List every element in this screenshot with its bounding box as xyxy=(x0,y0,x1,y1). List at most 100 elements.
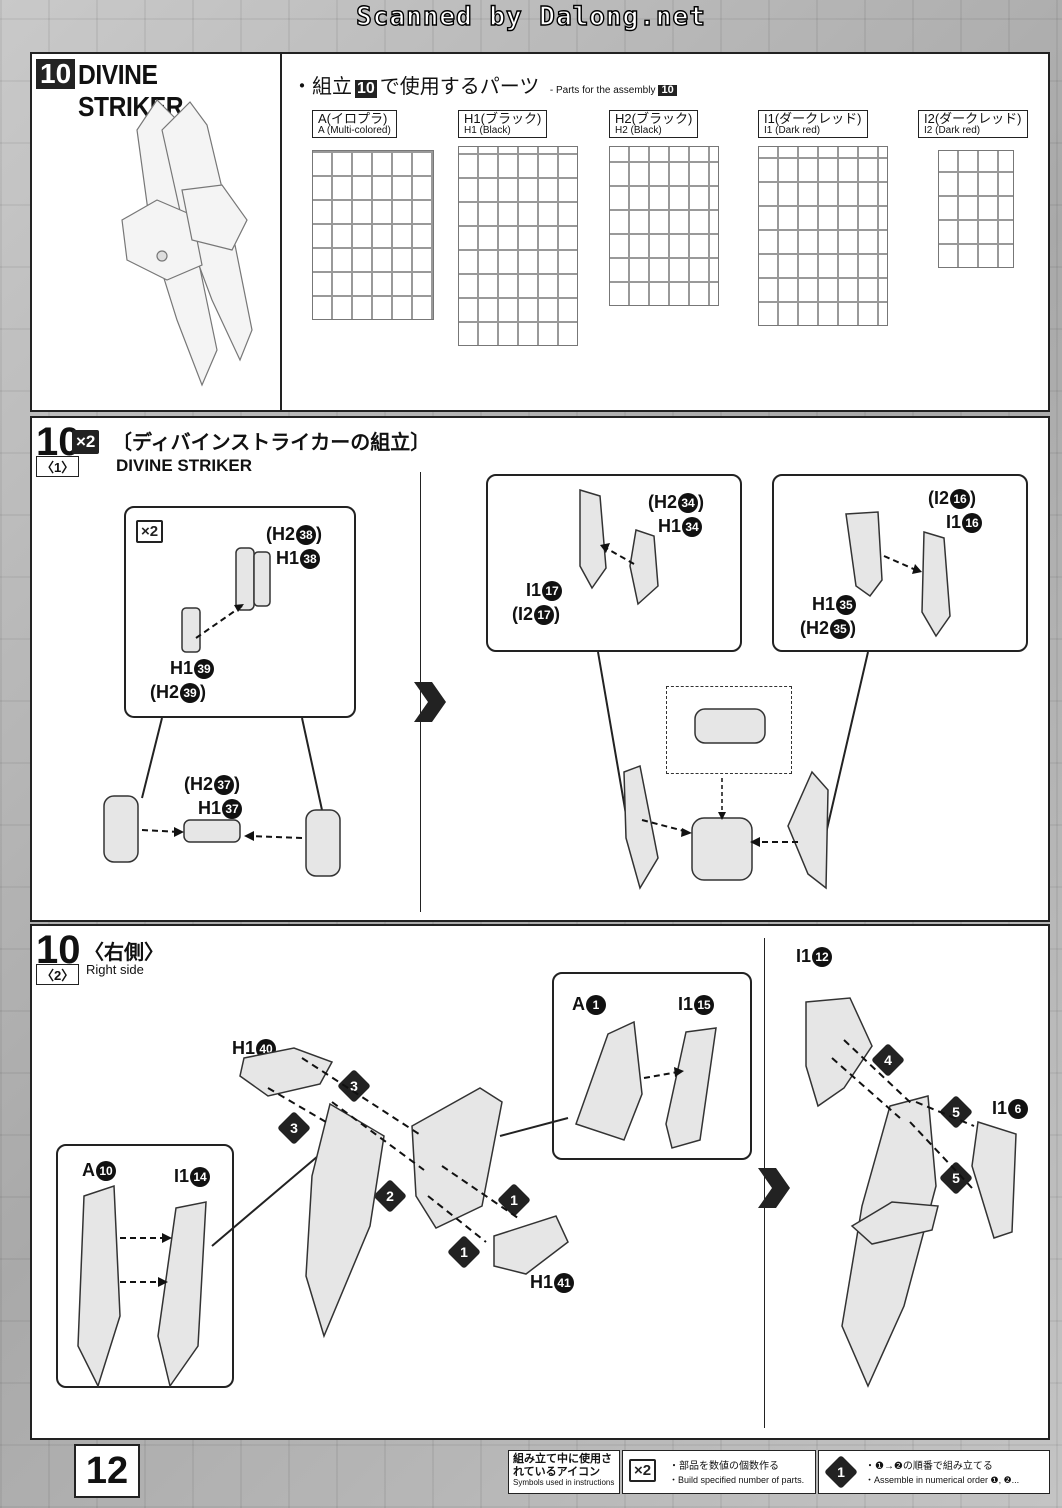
label-h1-34-code: H1 xyxy=(658,516,682,536)
step-badge-1a-text: 1 xyxy=(510,1192,518,1208)
label-h1-34-num: 34 xyxy=(682,517,703,538)
runner-i2-en: I2 (Dark red) xyxy=(924,124,981,136)
label-h2-35-num: 35 xyxy=(830,619,851,640)
footer-order-legend: 1 ・❶→❷の順番で組み立てる ・Assemble in numerical o… xyxy=(818,1450,1050,1494)
parts-heading-en: - Parts for the assembly xyxy=(549,85,656,96)
footer-order-en: ・Assemble in numerical order ❶, ❷... xyxy=(865,1475,1020,1485)
step-10-2-number: 10 xyxy=(36,928,81,972)
callout-left-multiplier: ×2 xyxy=(136,520,164,543)
label-h1-39-code: H1 xyxy=(170,658,194,678)
label-h1-37-code: H1 xyxy=(198,798,222,818)
parts-heading-jp-prefix: ・組立 xyxy=(292,76,352,98)
label-i2-17-num: 17 xyxy=(534,605,555,626)
runner-i1-jp: I1(ダークレッド) xyxy=(764,111,862,126)
label-h1-39-num: 39 xyxy=(194,659,215,680)
label-h2-35-close: ) xyxy=(850,618,857,638)
label-h1-38-num: 38 xyxy=(300,549,321,570)
callout-a10-parts xyxy=(77,1184,207,1388)
label-i1-12-code: I1 xyxy=(796,946,812,966)
label-i1-16-code: I1 xyxy=(946,512,962,532)
label-i2-16-num: 16 xyxy=(950,489,971,510)
label-i1-12-num: 12 xyxy=(812,947,833,968)
parts-heading-step-badge: 10 xyxy=(355,80,377,98)
label-h1-37-num: 37 xyxy=(222,799,243,820)
label-h1-41-code: H1 xyxy=(530,1272,554,1292)
footer-order-icon: 1 xyxy=(824,1455,858,1489)
section-divine-striker: 10 〈1〉 ×2 〔ディバインストライカーの組立〕 DIVINE STRIKE… xyxy=(30,416,1050,922)
runner-i2-image xyxy=(938,150,1014,268)
step-badge-3a: 3 xyxy=(337,1069,371,1103)
label-h2-37-code: (H2 xyxy=(184,774,214,794)
callout-middle-parts xyxy=(579,488,659,606)
detail-part xyxy=(694,708,766,744)
step-badge-3a-text: 3 xyxy=(350,1078,358,1094)
label-i2-16-close: ) xyxy=(970,488,977,508)
runner-h2-jp: H2(ブラック) xyxy=(615,111,693,126)
label-h2-34-close: ) xyxy=(698,492,705,512)
label-i1-17-num: 17 xyxy=(542,581,563,602)
runner-i1-label: I1(ダークレッド) I1 (Dark red) xyxy=(758,110,868,139)
label-i2-17-close: ) xyxy=(554,604,561,624)
step-badge-5a-text: 5 xyxy=(952,1104,960,1120)
label-a-10-num: 10 xyxy=(96,1161,116,1182)
runner-i1-image xyxy=(758,146,888,326)
footer-order-jp: ・❶→❷の順番で組み立てる xyxy=(865,1461,993,1472)
runner-a-en: A (Multi-colored) xyxy=(318,124,391,136)
label-h2-38-num: 38 xyxy=(296,525,317,546)
label-h2-38-close: ) xyxy=(316,524,323,544)
footer-x2-icon: ×2 xyxy=(629,1459,657,1482)
label-h1-35-num: 35 xyxy=(836,595,857,616)
label-h2-39-num: 39 xyxy=(180,683,201,704)
callout-left-parts xyxy=(181,547,271,653)
label-h2-34-code: (H2 xyxy=(648,492,678,512)
step-badge-4: 4 xyxy=(871,1043,905,1077)
label-a-1-num: 1 xyxy=(586,995,606,1016)
label-h2-39-code: (H2 xyxy=(150,682,180,702)
page-number: 12 xyxy=(74,1444,140,1498)
label-h2-34-num: 34 xyxy=(678,493,699,514)
runner-h1-image xyxy=(458,146,578,346)
step-badge-3b-text: 3 xyxy=(290,1120,298,1136)
label-i1-15-num: 15 xyxy=(694,995,715,1016)
watermark: Scanned by Dalong.net xyxy=(355,1,706,32)
label-h2-37-num: 37 xyxy=(214,775,235,796)
label-h1-40-num: 40 xyxy=(256,1039,277,1060)
step-badge-5a: 5 xyxy=(939,1095,973,1129)
callout-a1-parts xyxy=(575,1020,717,1149)
label-i1-6-num: 6 xyxy=(1008,1099,1029,1120)
step-badge-3b: 3 xyxy=(277,1111,311,1145)
step-badge-2: 2 xyxy=(373,1179,407,1213)
runner-a-jp: A(イロプラ) xyxy=(318,111,388,126)
footer-x2-jp: ・部品を数値の個数作る xyxy=(669,1461,779,1472)
runner-h2-image xyxy=(609,146,719,306)
runner-h1-label: H1(ブラック) H1 (Black) xyxy=(458,110,548,139)
section2-title-jp: 〈右側〉 xyxy=(84,942,164,964)
label-h1-35-code: H1 xyxy=(812,594,836,614)
runner-i2-jp: I2(ダークレッド) xyxy=(924,111,1022,126)
runner-a-label: A(イロプラ) A (Multi-colored) xyxy=(312,110,397,139)
section1-title-jp: 〔ディバインストライカーの組立〕 xyxy=(112,432,431,454)
next-step-arrow xyxy=(414,682,446,722)
step-10-1-multiplier: ×2 xyxy=(72,430,100,454)
runner-h1-jp: H1(ブラック) xyxy=(464,111,542,126)
